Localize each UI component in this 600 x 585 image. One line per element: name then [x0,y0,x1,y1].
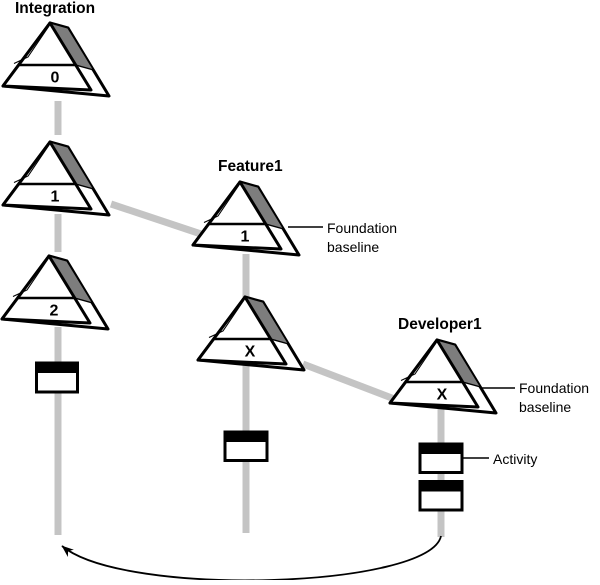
callout-foundation-baseline-feature: Foundation baseline [288,220,401,255]
stream-title-feature1: Feature1 [218,158,283,175]
callout-label-line2: baseline [327,239,379,255]
stream-title-integration: Integration [15,0,95,17]
activity-box-integration [35,361,79,394]
deliver-back-arrow [61,535,442,582]
baseline-number: 1 [51,189,60,206]
baseline-pyramid-integration-0: 0 [1,21,111,98]
stream-title-developer1: Developer1 [398,316,482,333]
callout-label: Foundation baseline [327,220,401,255]
activity-box-feature [223,430,269,462]
activity-box-title-band [38,364,76,373]
baseline-number: X [437,387,448,404]
baseline-pyramid-integration-1: 1 [1,140,111,217]
baseline-pyramid-feature1-1: 1 [191,180,301,257]
baseline-number: X [245,344,256,361]
callout-activity: Activity [463,451,537,467]
callout-label: Foundation baseline [519,380,593,415]
baseline-pyramid-developer1-x: X [388,338,498,415]
callout-foundation-baseline-developer: Foundation baseline [482,380,593,415]
connector-feature-to-developer [301,360,399,404]
baseline-pyramid-integration-2: 2 [0,254,110,331]
callout-label-line1: Foundation [519,380,589,396]
baseline-number: 0 [51,70,60,87]
activity-box-title-band [226,433,266,442]
callout-label-line1: Foundation [327,220,397,236]
activity-box-developer-2 [418,480,464,512]
baseline-number: 2 [50,303,59,320]
activity-box-title-band [421,445,461,454]
baseline-pyramid-feature1-x: X [196,295,306,372]
baseline-number: 1 [241,229,250,246]
callout-label-line2: baseline [519,399,571,415]
activity-box-developer-1 [418,442,464,474]
callout-label: Activity [493,451,537,467]
activity-box-title-band [421,483,461,492]
